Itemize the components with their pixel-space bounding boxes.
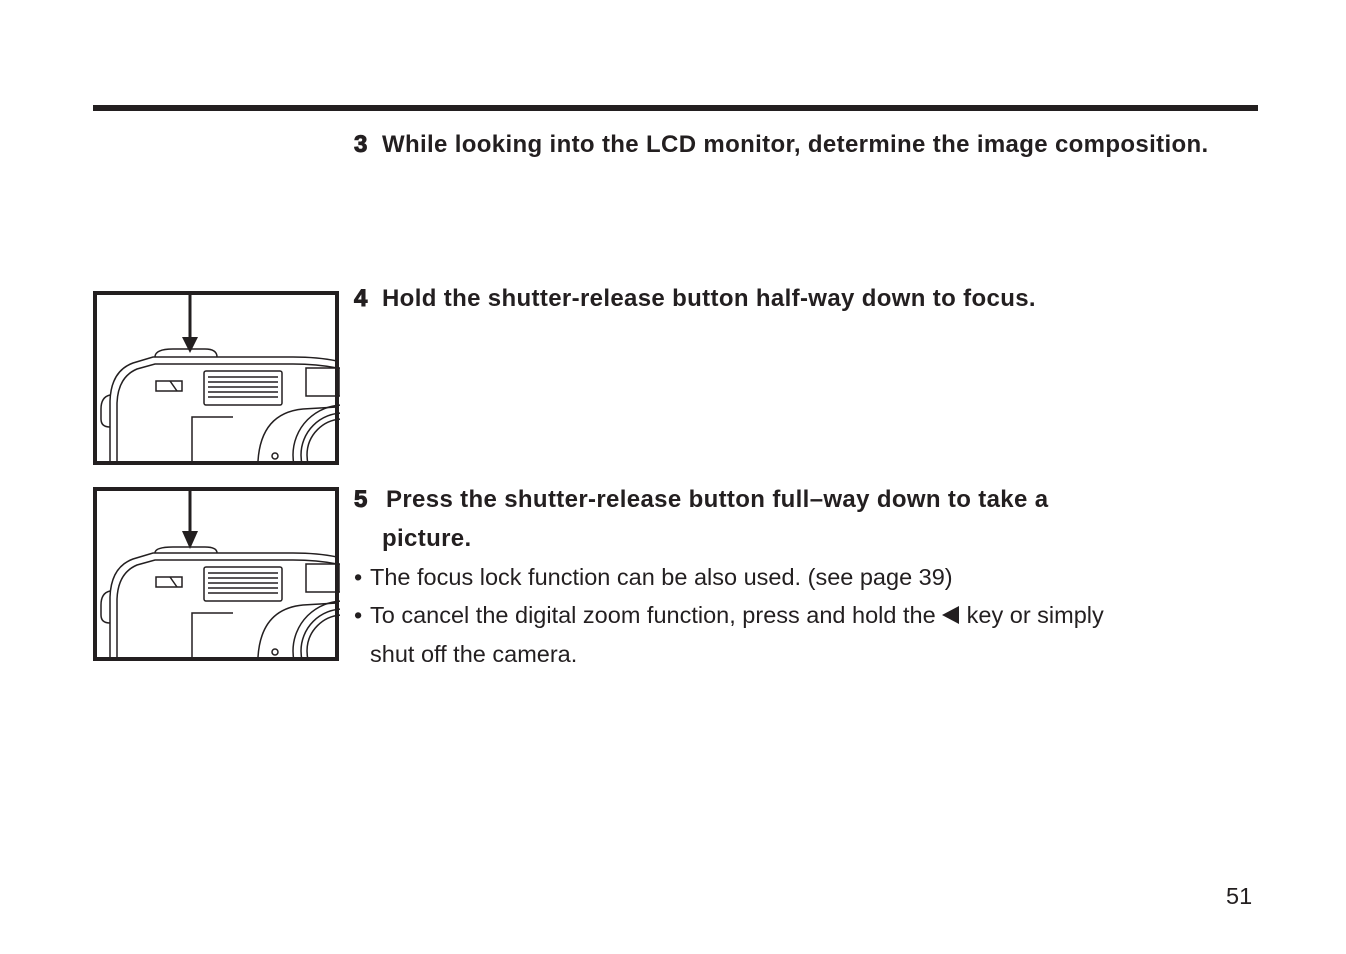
camera-full-press-illustration [93, 487, 340, 661]
left-triangle-key-icon [941, 606, 959, 624]
bullet-marker: • [354, 602, 363, 628]
bullet-text-line2: shut off the camera. [370, 641, 578, 667]
camera-half-press-illustration [93, 291, 340, 465]
step-text: Hold the shutter-release button half-way… [382, 285, 1036, 312]
step-4: 4 Hold the shutter-release button half-w… [353, 279, 1214, 318]
step-5: 5 Press the shutter-release button full–… [353, 480, 1214, 558]
bullet-marker: • [354, 564, 363, 590]
header-rule [93, 105, 1258, 111]
note-cancel-zoom: • To cancel the digital zoom function, p… [354, 596, 1214, 674]
bullet-text: The focus lock function can be also used… [370, 564, 953, 590]
step-text-line1: Press the shutter-release button full–wa… [386, 486, 1049, 513]
step-text-line2: picture. [382, 525, 472, 552]
step-number: 4 [353, 285, 368, 313]
step-number: 5 [353, 486, 368, 514]
note-focus-lock: • The focus lock function can be also us… [354, 558, 1214, 597]
step-number: 3 [353, 131, 368, 159]
bullet-text-after: key or simply [966, 602, 1104, 628]
step-text: While looking into the LCD monitor, dete… [382, 131, 1209, 158]
step-3: 3 While looking into the LCD monitor, de… [353, 125, 1214, 164]
page-number: 51 [1226, 883, 1253, 909]
bullet-text-before: To cancel the digital zoom function, pre… [370, 602, 936, 628]
